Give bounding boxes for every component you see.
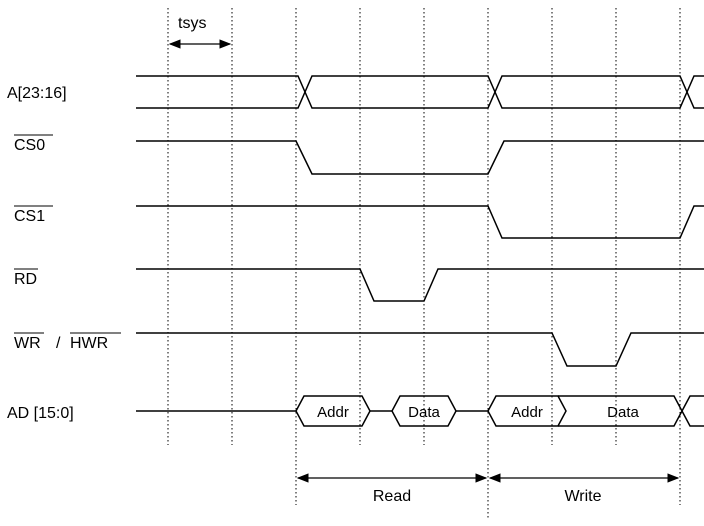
- timing-guides: [167, 8, 681, 520]
- bus-label-write-addr: Addr: [511, 404, 543, 421]
- waveform-cs0: [136, 140, 704, 175]
- bus-label-write-data: Data: [607, 404, 639, 421]
- signal-label-ad: AD [15:0]: [7, 405, 74, 422]
- bus-label-read-addr: Addr: [317, 404, 349, 421]
- waveform-wr: [136, 332, 704, 367]
- bus-label-read-data: Data: [408, 404, 440, 421]
- signal-label-cs1: CS1: [14, 208, 45, 225]
- signal-label-wr: WR: [14, 335, 41, 352]
- signal-label-a: A[23:16]: [7, 85, 67, 102]
- bus-box-write-addr: [487, 395, 567, 427]
- waveform-rd: [136, 268, 704, 302]
- write-cycle-label: Write: [564, 488, 601, 505]
- tsys-label: tsys: [178, 15, 206, 32]
- waveform-ad: [136, 395, 704, 427]
- signal-label-wr-separator: /: [56, 335, 61, 352]
- signal-label-hwr: HWR: [70, 335, 108, 352]
- waveform-a: [136, 75, 704, 109]
- waveform-cs1: [136, 205, 704, 239]
- signal-label-cs0: CS0: [14, 137, 45, 154]
- read-cycle-label: Read: [373, 488, 411, 505]
- signal-label-rd: RD: [14, 271, 37, 288]
